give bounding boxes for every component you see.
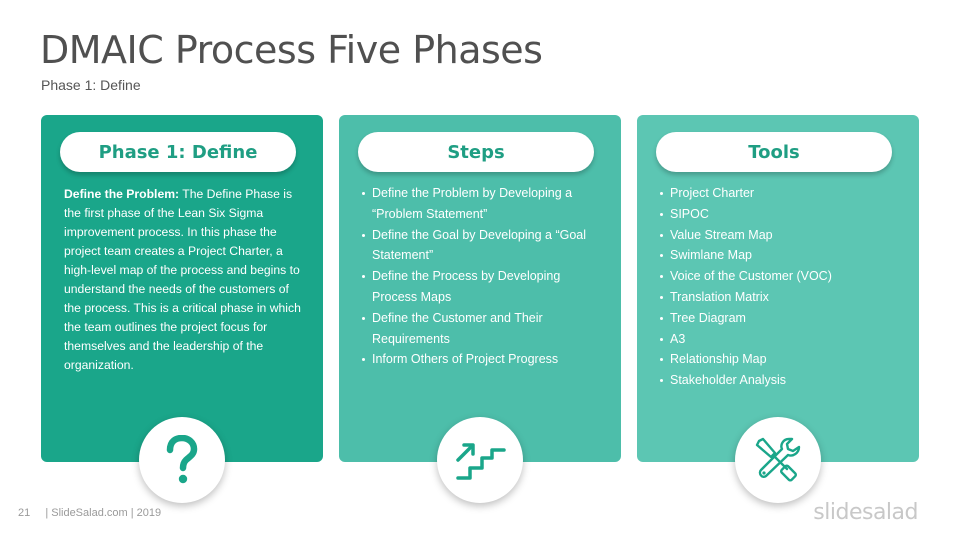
card-heading: Tools <box>656 132 892 172</box>
card-description: Define the Problem: The Define Phase is … <box>64 185 304 375</box>
list-item: Stakeholder Analysis <box>660 370 900 391</box>
list-item: SIPOC <box>660 204 900 225</box>
stairs-up-icon <box>456 443 506 480</box>
list-item: Tree Diagram <box>660 308 900 329</box>
list-item: Inform Others of Project Progress <box>362 349 608 370</box>
list-item: Define the Goal by Developing a “Goal St… <box>362 225 608 267</box>
list-item: Voice of the Customer (VOC) <box>660 266 900 287</box>
list-item: A3 <box>660 329 900 350</box>
card-heading: Steps <box>358 132 594 172</box>
tools-badge <box>735 417 821 503</box>
question-mark-icon <box>166 435 198 484</box>
footer-credit: | SlideSalad.com | 2019 <box>45 507 162 519</box>
brand-logo: slidesalad <box>813 500 918 525</box>
steps-card: Steps Define the Problem by Developing a… <box>339 115 621 503</box>
list-item: Define the Process by Developing Process… <box>362 266 608 308</box>
wrench-screwdriver-icon <box>755 437 801 482</box>
slide-subtitle: Phase 1: Define <box>41 77 141 93</box>
phase-define-card: Phase 1: Define Define the Problem: The … <box>41 115 323 503</box>
steps-list-container: Define the Problem by Developing a “Prob… <box>362 183 608 370</box>
slide-title: DMAIC Process Five Phases <box>40 28 543 72</box>
list-item: Define the Customer and Their Requiremen… <box>362 308 608 350</box>
slide-footer: 21 | SlideSalad.com | 2019 <box>18 507 161 519</box>
steps-badge <box>437 417 523 503</box>
steps-list: Define the Problem by Developing a “Prob… <box>362 183 608 370</box>
card-heading: Phase 1: Define <box>60 132 296 172</box>
list-item: Relationship Map <box>660 349 900 370</box>
description-lead: Define the Problem: <box>64 187 180 201</box>
list-item: Project Charter <box>660 183 900 204</box>
page-number: 21 <box>18 507 31 519</box>
list-item: Define the Problem by Developing a “Prob… <box>362 183 608 225</box>
question-badge <box>139 417 225 503</box>
tools-list-container: Project Charter SIPOC Value Stream Map S… <box>660 183 900 391</box>
list-item: Swimlane Map <box>660 245 900 266</box>
list-item: Translation Matrix <box>660 287 900 308</box>
description-text: The Define Phase is the first phase of t… <box>64 187 301 372</box>
tools-card: Tools Project Charter SIPOC Value Stream… <box>637 115 919 503</box>
list-item: Value Stream Map <box>660 225 900 246</box>
tools-list: Project Charter SIPOC Value Stream Map S… <box>660 183 900 391</box>
